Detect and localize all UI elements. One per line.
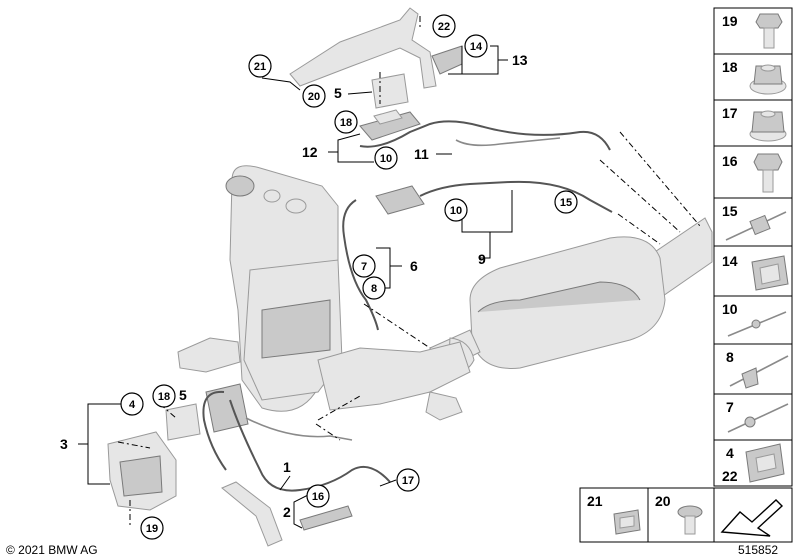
- callout-circle-4: [120, 392, 144, 416]
- sidebar-num-8: 8: [726, 349, 734, 365]
- cable-clip-icon: [725, 211, 787, 241]
- sidebar-cell-7: [713, 393, 793, 441]
- label-17: 17: [402, 475, 414, 487]
- label-9: 9: [478, 251, 486, 267]
- label-15: 15: [560, 197, 572, 209]
- label-10-mid: 10: [450, 205, 462, 217]
- sidebar-num-22: 22: [722, 468, 738, 484]
- label-5-lower: 5: [179, 387, 187, 403]
- label-12: 12: [302, 144, 318, 160]
- hex-nut-icon: [749, 110, 787, 142]
- label-5-top: 5: [334, 85, 342, 101]
- sidebar-num-19: 19: [722, 13, 738, 29]
- label-16: 16: [312, 491, 324, 503]
- label-14: 14: [470, 41, 483, 53]
- sidebar-num-4: 4: [726, 445, 734, 461]
- callout-circle-18-top: [334, 110, 358, 134]
- label-8: 8: [371, 283, 377, 295]
- callout-circle-18-lower: [152, 384, 176, 408]
- clip-icon: [751, 255, 789, 291]
- top-bracket: [289, 7, 463, 109]
- bolt-icon: [755, 13, 783, 49]
- sidebar-num-17: 17: [722, 105, 738, 121]
- copyright: © 2021 BMW AG: [6, 543, 98, 557]
- spring-clip-icon: [745, 443, 785, 483]
- label-6: 6: [410, 258, 418, 274]
- label-19: 19: [146, 523, 158, 535]
- sensor-module-middle: [375, 185, 425, 215]
- particulate-filter: [177, 165, 471, 421]
- callout-circle-10-mid: [444, 198, 468, 222]
- label-21: 21: [254, 61, 266, 73]
- cable-tie-icon: [727, 311, 787, 337]
- callouts: 13 14 22 21 20 5 18 12 10 11 15 10 9 7: [60, 14, 578, 540]
- sidebar-num-15: 15: [722, 203, 738, 219]
- label-2: 2: [283, 504, 291, 520]
- bottom-num-21: 21: [587, 493, 603, 509]
- callout-circle-8: [362, 276, 386, 300]
- callout-circle-15: [554, 190, 578, 214]
- callout-circle-17: [396, 468, 420, 492]
- flange-nut-icon: [749, 64, 787, 95]
- callout-circle-16: [306, 484, 330, 508]
- label-11: 11: [414, 146, 429, 162]
- label-10-top: 10: [380, 153, 392, 165]
- cable-holder-icon: [729, 355, 789, 389]
- screw-icon: [753, 153, 783, 193]
- diagram-number: 515852: [738, 543, 778, 557]
- sensor-wires: [202, 120, 613, 492]
- lower-bracket: [221, 481, 353, 547]
- heat-shield: [107, 431, 177, 511]
- bottom-num-20: 20: [655, 493, 671, 509]
- label-3: 3: [60, 436, 68, 452]
- callout-circle-7: [352, 254, 376, 278]
- label-13: 13: [512, 52, 528, 68]
- label-22: 22: [438, 21, 450, 33]
- rear-muffler: [429, 217, 713, 374]
- sidebar-num-7: 7: [726, 399, 734, 415]
- callout-circle-22-top: [432, 14, 456, 38]
- label-1: 1: [283, 459, 291, 475]
- callout-circle-14: [464, 34, 488, 58]
- sidebar-num-16: 16: [722, 153, 738, 169]
- sensor-module-upper: [359, 109, 421, 141]
- cable-holder-2-icon: [727, 403, 789, 433]
- leader-lines: [78, 45, 513, 529]
- label-18-top: 18: [340, 117, 352, 129]
- direction-arrow-icon: [720, 499, 784, 537]
- collar-screw-icon: [677, 505, 703, 535]
- parts-sidebar: 19 18 17 16 15 14 10 8 7 4 22: [713, 7, 793, 487]
- label-18-lower: 18: [158, 391, 170, 403]
- callout-circle-20: [302, 84, 326, 108]
- label-4: 4: [129, 399, 136, 411]
- callout-circle-10-top: [374, 146, 398, 170]
- label-20: 20: [308, 91, 320, 103]
- clip-nut-icon: [613, 509, 641, 535]
- label-7: 7: [361, 261, 367, 273]
- callout-circle-19: [140, 516, 164, 540]
- sidebar-num-14: 14: [722, 253, 738, 269]
- sidebar-num-18: 18: [722, 59, 738, 75]
- parts-bottom-row: 21 20: [579, 487, 793, 543]
- sidebar-num-10: 10: [722, 301, 738, 317]
- callout-circle-21: [248, 54, 272, 78]
- dashed-guides: [117, 16, 701, 528]
